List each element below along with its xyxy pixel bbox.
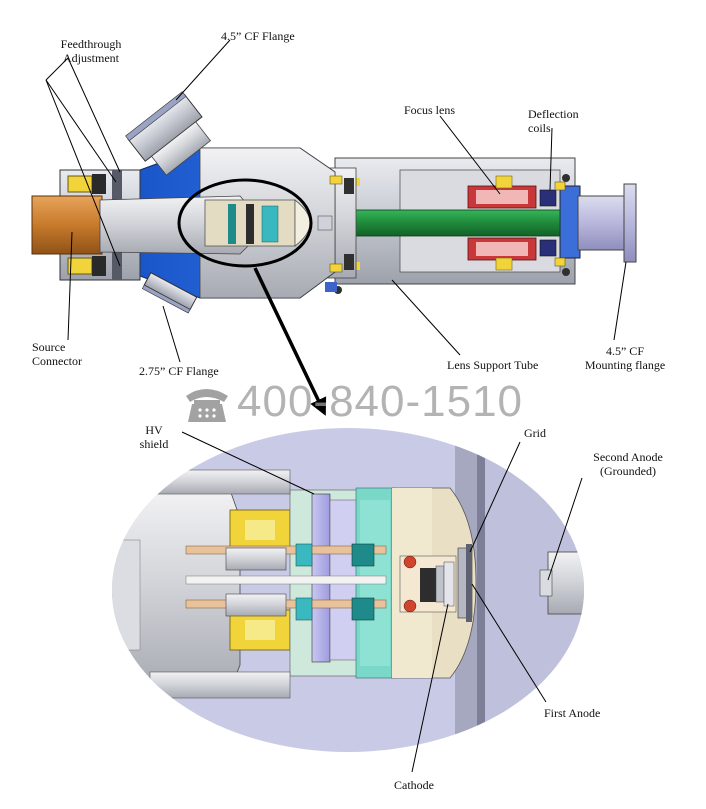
label-hv-line1: HV — [145, 423, 163, 437]
label-deflection-line2: coils — [528, 121, 551, 135]
label-hv-line2: shield — [139, 437, 169, 451]
label-source-line2: Connector — [32, 354, 82, 368]
zoom-highlight-ellipse — [177, 178, 313, 268]
label-grid: Grid — [524, 426, 546, 440]
source-connector — [31, 195, 103, 255]
label-mounting-flange: 4.5” CF Mounting flange — [575, 344, 675, 372]
label-second-anode: Second Anode (Grounded) — [578, 450, 678, 478]
label-first-anode: First Anode — [544, 706, 601, 720]
bottom-cf-flange — [141, 272, 198, 314]
label-bottom-cf-flange: 2.75” CF Flange — [139, 364, 219, 378]
label-focus-lens: Focus lens — [404, 103, 455, 117]
label-top-cf-flange: 4.5” CF Flange — [221, 29, 295, 43]
label-lens-support-tube: Lens Support Tube — [447, 358, 539, 372]
mounting-flange — [577, 195, 629, 251]
label-source-line1: Source — [32, 340, 66, 354]
label-deflection-line1: Deflection — [528, 107, 579, 121]
top-cf-flange — [125, 91, 212, 176]
zoom-arrow — [253, 267, 327, 416]
label-feedthrough-line2: Adjustment — [63, 51, 119, 65]
leader-lines — [45, 39, 627, 773]
label-deflection-coils: Deflection coils — [528, 107, 579, 135]
label-feedthrough-adjustment: Feedthrough Adjustment — [46, 37, 136, 65]
label-second-anode-line1: Second Anode — [593, 450, 663, 464]
label-mounting-line1: 4.5” CF — [605, 344, 644, 358]
watermark: 400-840-1510 — [185, 377, 524, 426]
deflection-coil-top — [539, 189, 557, 207]
label-feedthrough-line1: Feedthrough — [60, 37, 122, 51]
overall-assembly-view — [31, 91, 637, 314]
detail-view — [112, 428, 584, 752]
label-mounting-line2: Mounting flange — [584, 358, 666, 372]
label-cathode: Cathode — [394, 778, 434, 792]
label-second-anode-line2: (Grounded) — [600, 464, 656, 478]
label-source-connector: Source Connector — [32, 340, 82, 368]
green-beam-tube — [349, 209, 561, 237]
watermark-phone: 400-840-1510 — [237, 377, 524, 426]
label-hv-shield: HV shield — [136, 423, 172, 451]
mounting-flange-ring — [559, 185, 581, 259]
deflection-coil-bottom — [539, 239, 557, 257]
telephone-icon — [186, 389, 228, 422]
